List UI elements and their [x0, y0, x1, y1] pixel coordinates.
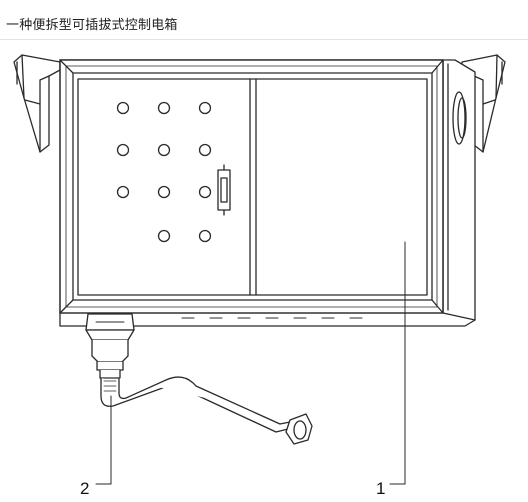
conduit-pipe: [100, 376, 313, 445]
left-rain-hood-bracket: [13, 54, 61, 153]
leader-line-1: [389, 241, 406, 485]
panel-connector: [217, 164, 231, 216]
callout-1: 1: [376, 479, 385, 498]
page-title: 一种便拆型可插拔式控制电箱: [6, 18, 178, 33]
door-frame: [59, 59, 444, 314]
plug-connector: [85, 313, 135, 379]
indicator-lights: [116, 101, 212, 243]
leader-lines: [95, 241, 406, 485]
title-divider: [0, 39, 528, 40]
callout-2: 2: [80, 479, 89, 498]
leader-line-2: [95, 395, 112, 485]
